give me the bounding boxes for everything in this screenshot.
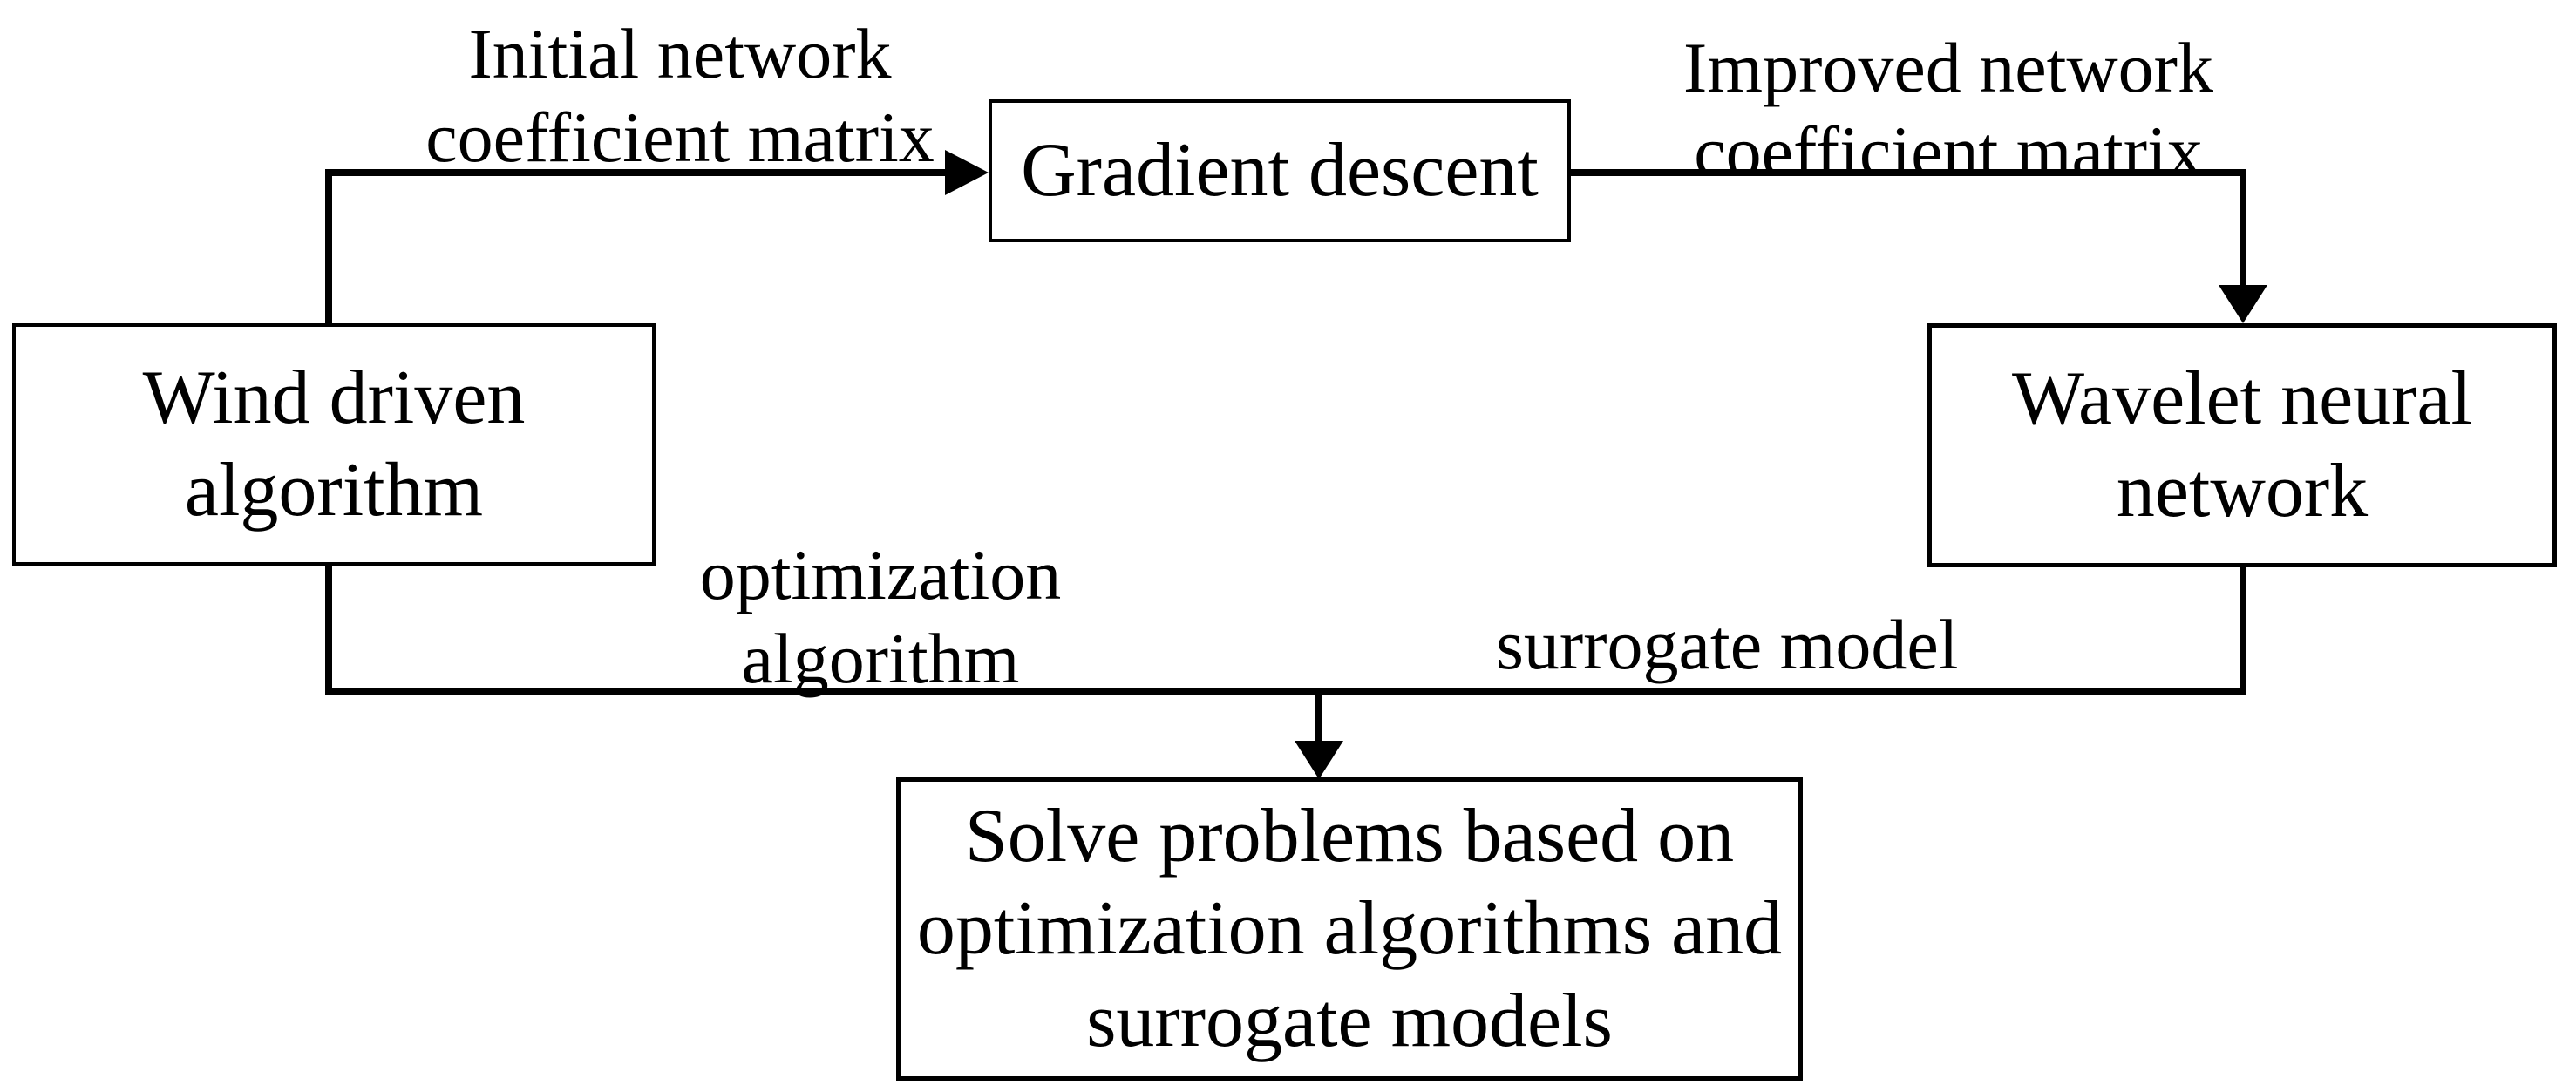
edge-improved-vertical-line bbox=[2240, 169, 2246, 286]
node-wind-driven-algorithm: Wind driven algorithm bbox=[12, 323, 656, 566]
node-solve-line-1: Solve problems based on bbox=[964, 794, 1735, 878]
edge-initial-vertical-line bbox=[325, 169, 332, 323]
node-wind-driven-line-1: Wind driven bbox=[142, 356, 526, 440]
node-solve-line-2: optimization algorithms and bbox=[916, 886, 1783, 971]
edge-label-initial-line-1: Initial network bbox=[468, 14, 892, 93]
edge-label-surrogate-line-1: surrogate model bbox=[1496, 605, 1959, 684]
edge-initial-horizontal-line bbox=[325, 169, 945, 176]
arrowhead-right-icon bbox=[945, 150, 989, 195]
node-solve-problems: Solve problems based on optimization alg… bbox=[896, 777, 1803, 1081]
edge-solve-vertical-line bbox=[1315, 695, 1322, 741]
arrowhead-down-icon bbox=[2219, 285, 2267, 323]
edge-label-improved-line-1: Improved network bbox=[1683, 28, 2213, 107]
arrowhead-down-icon bbox=[1295, 741, 1343, 779]
edge-label-surrogate-model: surrogate model bbox=[1496, 603, 1959, 687]
edge-label-optimization-line-2: algorithm bbox=[741, 619, 1020, 698]
edge-label-initial-network: Initial network coefficient matrix bbox=[349, 12, 1011, 180]
edge-label-improved-line-2: coefficient matrix bbox=[1694, 112, 2203, 191]
edge-optimization-vertical-line bbox=[325, 566, 332, 695]
node-wind-driven-line-2: algorithm bbox=[184, 448, 484, 532]
edge-improved-horizontal-line bbox=[1571, 169, 2246, 176]
edge-surrogate-vertical-line bbox=[2240, 567, 2246, 695]
edge-label-optimization-line-1: optimization bbox=[699, 535, 1062, 614]
node-wavelet-line-1: Wavelet neural bbox=[2012, 356, 2472, 441]
node-gradient-descent: Gradient descent bbox=[989, 99, 1571, 242]
node-gradient-descent-line-1: Gradient descent bbox=[1021, 128, 1539, 213]
node-wavelet-line-2: network bbox=[2116, 449, 2369, 533]
edge-label-initial-line-2: coefficient matrix bbox=[425, 98, 935, 177]
edge-label-improved-network: Improved network coefficient matrix bbox=[1617, 26, 2280, 193]
edge-label-optimization-algorithm: optimization algorithm bbox=[663, 533, 1098, 701]
edge-merge-horizontal-line bbox=[325, 688, 2246, 695]
node-wavelet-neural-network: Wavelet neural network bbox=[1927, 323, 2557, 567]
node-solve-line-3: surrogate models bbox=[1086, 979, 1613, 1063]
